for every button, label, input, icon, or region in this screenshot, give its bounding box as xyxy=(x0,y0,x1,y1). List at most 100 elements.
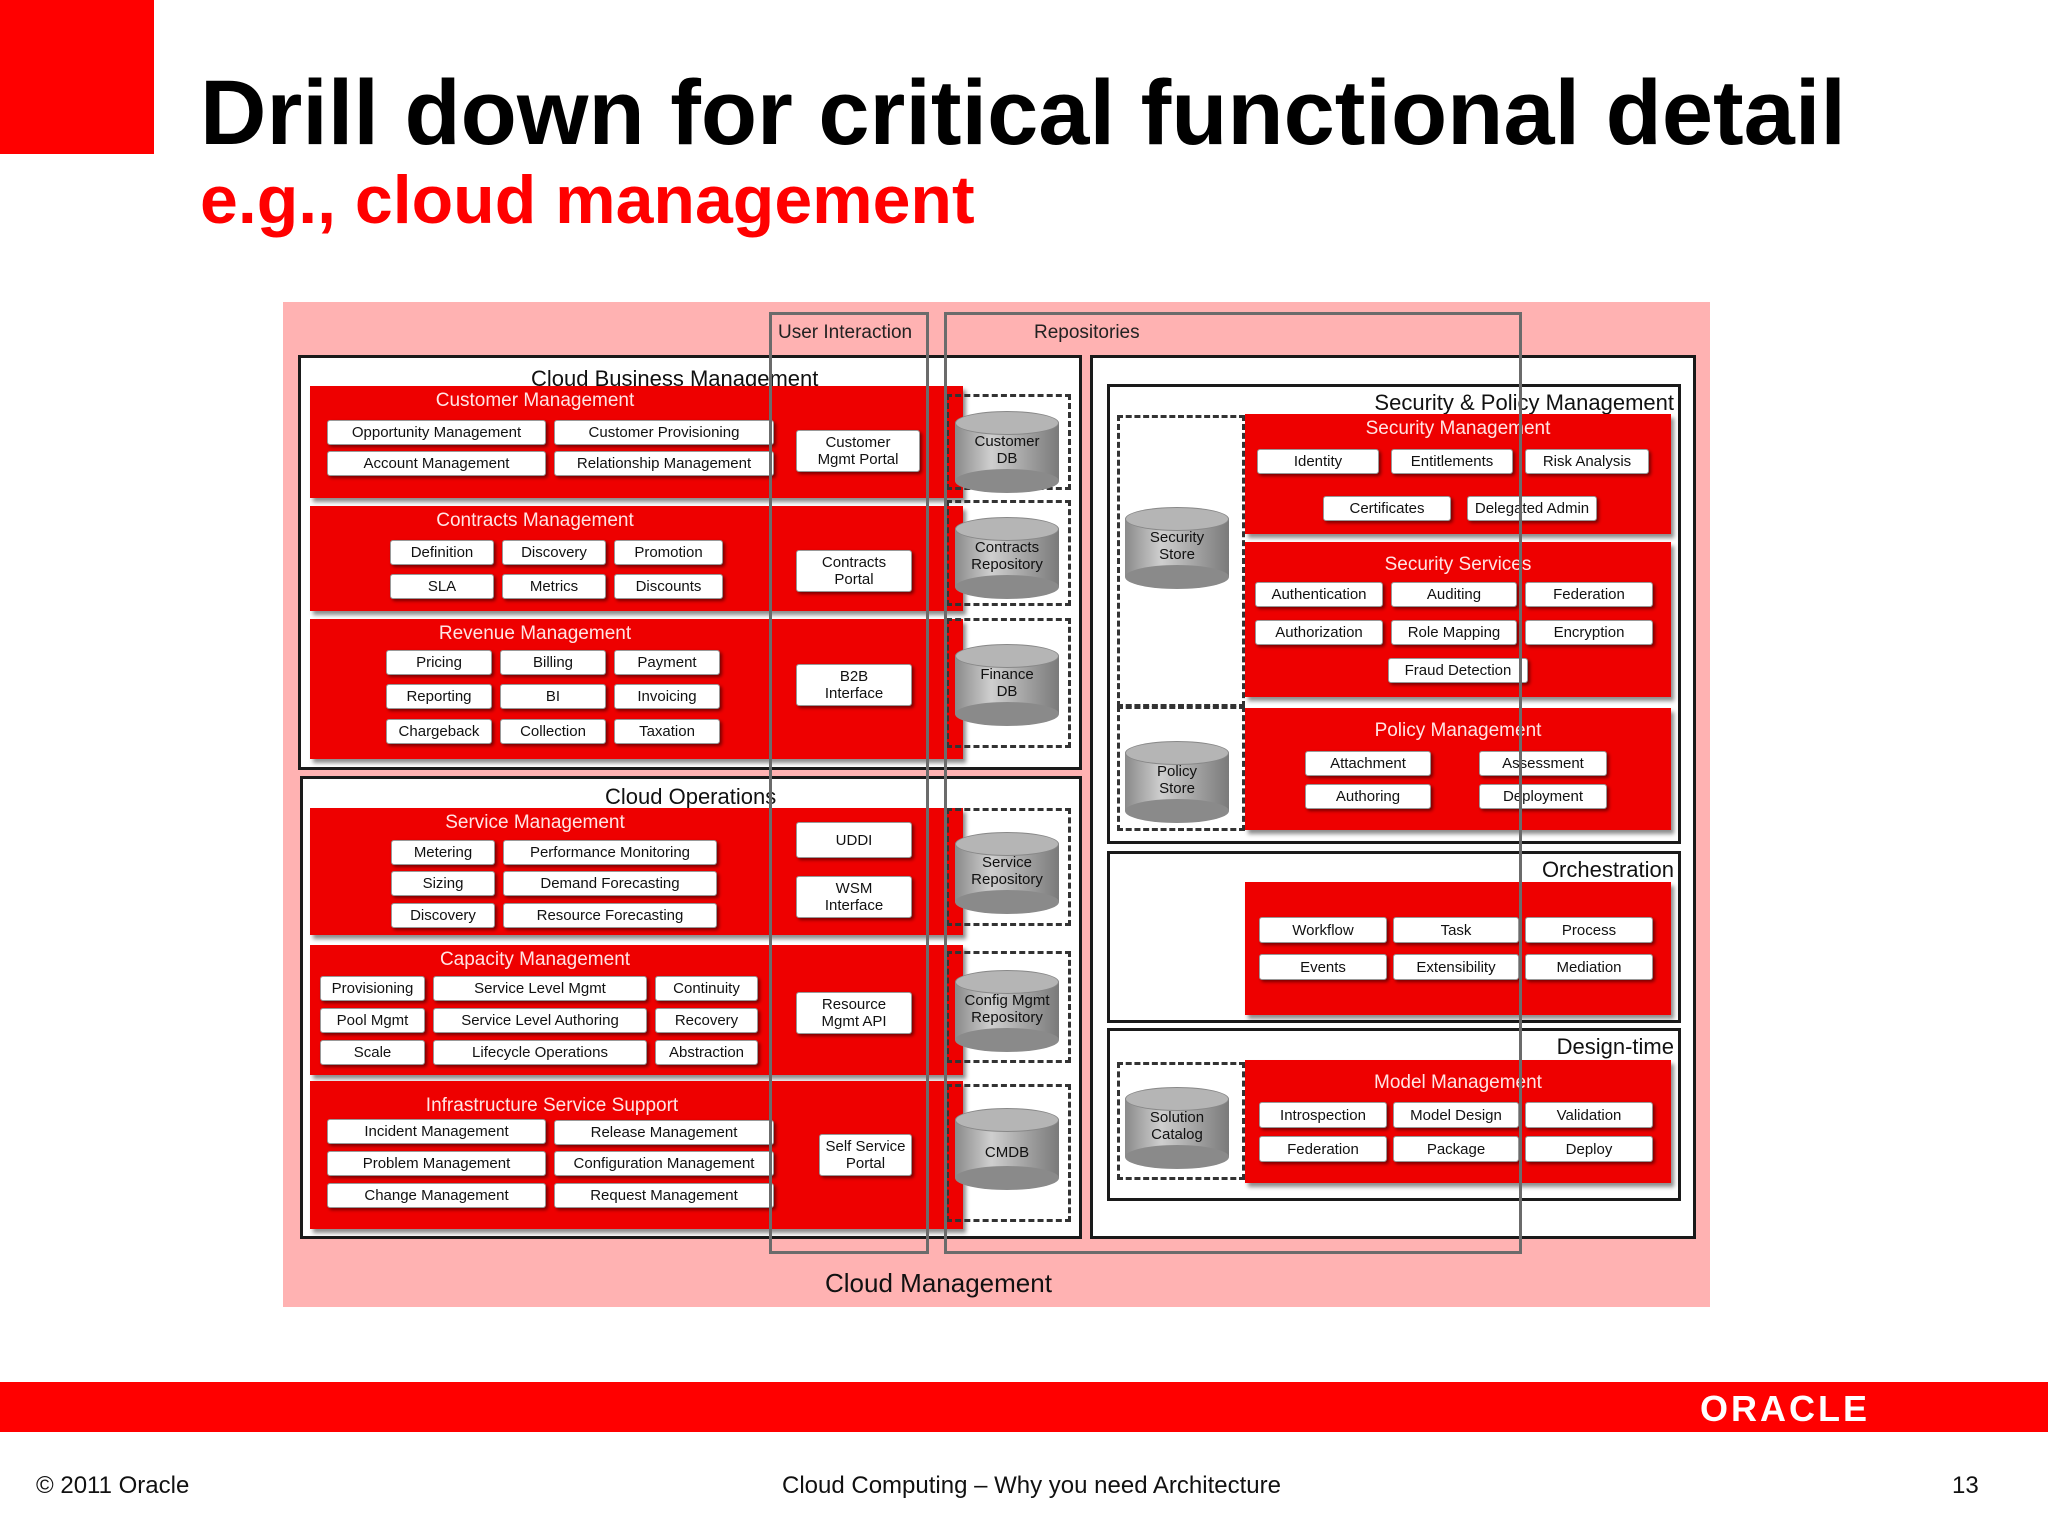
contracts-portal-box: Contracts Portal xyxy=(796,550,912,592)
deploy-box: Deploy xyxy=(1525,1136,1653,1162)
solution-catalog-icon: Solution Catalog xyxy=(1125,1087,1229,1169)
assessment-box: Assessment xyxy=(1479,751,1607,776)
provisioning-box: Provisioning xyxy=(320,976,425,1001)
entitlements-box: Entitlements xyxy=(1391,449,1513,474)
invoicing-box: Invoicing xyxy=(614,684,720,709)
cmdb-container xyxy=(946,1084,1071,1222)
deployment-box: Deployment xyxy=(1479,784,1607,809)
collection-box: Collection xyxy=(500,719,606,744)
customer-mgmt-portal-box: Customer Mgmt Portal xyxy=(796,430,920,472)
model-design-box: Model Design xyxy=(1393,1102,1519,1128)
contracts-repository-icon: Contracts Repository xyxy=(955,517,1059,599)
self-service-portal-box: Self Service Portal xyxy=(819,1134,912,1176)
authentication-box: Authentication xyxy=(1255,582,1383,607)
wsm-interface-box: WSM Interface xyxy=(796,876,912,918)
request-management-box: Request Management xyxy=(554,1183,774,1208)
infrastructure-service-support-panel: Infrastructure Service Support Incident … xyxy=(310,1081,963,1229)
role-mapping-box: Role Mapping xyxy=(1391,620,1517,645)
incident-management-box: Incident Management xyxy=(327,1119,546,1144)
user-interaction-column xyxy=(769,312,929,1254)
auditing-box: Auditing xyxy=(1391,582,1517,607)
discovery-box: Discovery xyxy=(391,903,495,928)
federation-box: Federation xyxy=(1259,1136,1387,1162)
panel-title: Capacity Management xyxy=(439,949,631,970)
finance-db-label: Finance DB xyxy=(980,666,1034,700)
pricing-box: Pricing xyxy=(386,650,492,675)
panel-title: Model Management xyxy=(1374,1072,1542,1093)
customer-db-label: Customer DB xyxy=(974,433,1040,467)
policy-store-container xyxy=(1117,706,1245,831)
metering-box: Metering xyxy=(391,840,495,865)
customer-db-icon: Customer DB xyxy=(955,411,1059,493)
relationship-management-box: Relationship Management xyxy=(554,451,774,476)
slide-title: Drill down for critical functional detai… xyxy=(200,62,1846,164)
spm-label: Security & Policy Management xyxy=(1374,390,1674,415)
panel-title: Revenue Management xyxy=(438,623,632,644)
scale-box: Scale xyxy=(320,1040,425,1065)
definition-box: Definition xyxy=(390,540,494,565)
payment-box: Payment xyxy=(614,650,720,675)
promotion-box: Promotion xyxy=(614,540,723,565)
solution-catalog-container xyxy=(1117,1062,1245,1180)
co-label: Cloud Operations xyxy=(605,784,777,809)
authoring-box: Authoring xyxy=(1305,784,1431,809)
policy-store-label: Policy Store xyxy=(1156,763,1197,797)
config-mgmt-repository-container xyxy=(946,951,1071,1063)
user-interaction-label: User Interaction xyxy=(778,322,913,343)
model-management-panel: Model Management Introspection Model Des… xyxy=(1245,1060,1671,1183)
design-time-label: Design-time xyxy=(1556,1034,1674,1059)
service-level-mgmt-box: Service Level Mgmt xyxy=(433,976,647,1001)
panel-title: Infrastructure Service Support xyxy=(425,1095,679,1116)
workflow-box: Workflow xyxy=(1259,917,1387,943)
task-box: Task xyxy=(1393,917,1519,943)
mediation-box: Mediation xyxy=(1525,954,1653,980)
authorization-box: Authorization xyxy=(1255,620,1383,645)
discovery-box: Discovery xyxy=(502,540,606,565)
service-repository-label: Service Repository xyxy=(971,854,1043,888)
demand-forecasting-box: Demand Forecasting xyxy=(503,871,717,896)
panel-title: Customer Management xyxy=(435,390,635,411)
identity-box: Identity xyxy=(1257,449,1379,474)
configuration-management-box: Configuration Management xyxy=(554,1151,774,1176)
abstraction-box: Abstraction xyxy=(655,1040,758,1065)
revenue-management-panel: Revenue Management Pricing Billing Payme… xyxy=(310,619,963,759)
architecture-diagram: Cloud Business Management Customer Manag… xyxy=(283,302,1710,1307)
resource-forecasting-box: Resource Forecasting xyxy=(503,903,717,928)
uddi-box: UDDI xyxy=(796,822,912,858)
security-store-container xyxy=(1117,415,1245,707)
service-level-authoring-box: Service Level Authoring xyxy=(433,1008,647,1033)
finance-db-container xyxy=(946,618,1071,748)
contracts-repository-label: Contracts Repository xyxy=(971,539,1043,573)
certificates-box: Certificates xyxy=(1323,496,1451,521)
events-box: Events xyxy=(1259,954,1387,980)
page-number: 13 xyxy=(1952,1472,1979,1499)
attachment-box: Attachment xyxy=(1305,751,1431,776)
contracts-repository-container xyxy=(946,500,1071,606)
solution-catalog-label: Solution Catalog xyxy=(1149,1109,1205,1143)
orchestration-label: Orchestration xyxy=(1541,857,1674,882)
account-management-box: Account Management xyxy=(327,451,546,476)
contracts-management-panel: Contracts Management Definition Discover… xyxy=(310,506,963,611)
process-box: Process xyxy=(1525,917,1653,943)
corner-accent xyxy=(0,0,154,154)
sla-box: SLA xyxy=(390,574,494,599)
release-management-box: Release Management xyxy=(554,1120,774,1145)
extensibility-box: Extensibility xyxy=(1393,954,1519,980)
customer-management-panel: Customer Management Opportunity Manageme… xyxy=(310,386,963,498)
package-box: Package xyxy=(1393,1136,1519,1162)
finance-db-icon: Finance DB xyxy=(955,644,1059,726)
recovery-box: Recovery xyxy=(655,1008,758,1033)
service-management-panel: Service Management Metering Performance … xyxy=(310,808,963,935)
bi-box: BI xyxy=(500,684,606,709)
lifecycle-operations-box: Lifecycle Operations xyxy=(433,1040,647,1065)
billing-box: Billing xyxy=(500,650,606,675)
cmdb-label: CMDB xyxy=(984,1144,1030,1161)
orchestration-panel: Workflow Task Process Events Extensibili… xyxy=(1245,882,1671,1015)
security-store-label: Security Store xyxy=(1149,529,1205,563)
resource-mgmt-api-box: Resource Mgmt API xyxy=(796,992,912,1034)
performance-monitoring-box: Performance Monitoring xyxy=(503,840,717,865)
cloud-management-label: Cloud Management xyxy=(825,1268,1052,1298)
security-store-icon: Security Store xyxy=(1125,507,1229,589)
service-repository-icon: Service Repository xyxy=(955,832,1059,914)
customer-provisioning-box: Customer Provisioning xyxy=(554,420,774,445)
